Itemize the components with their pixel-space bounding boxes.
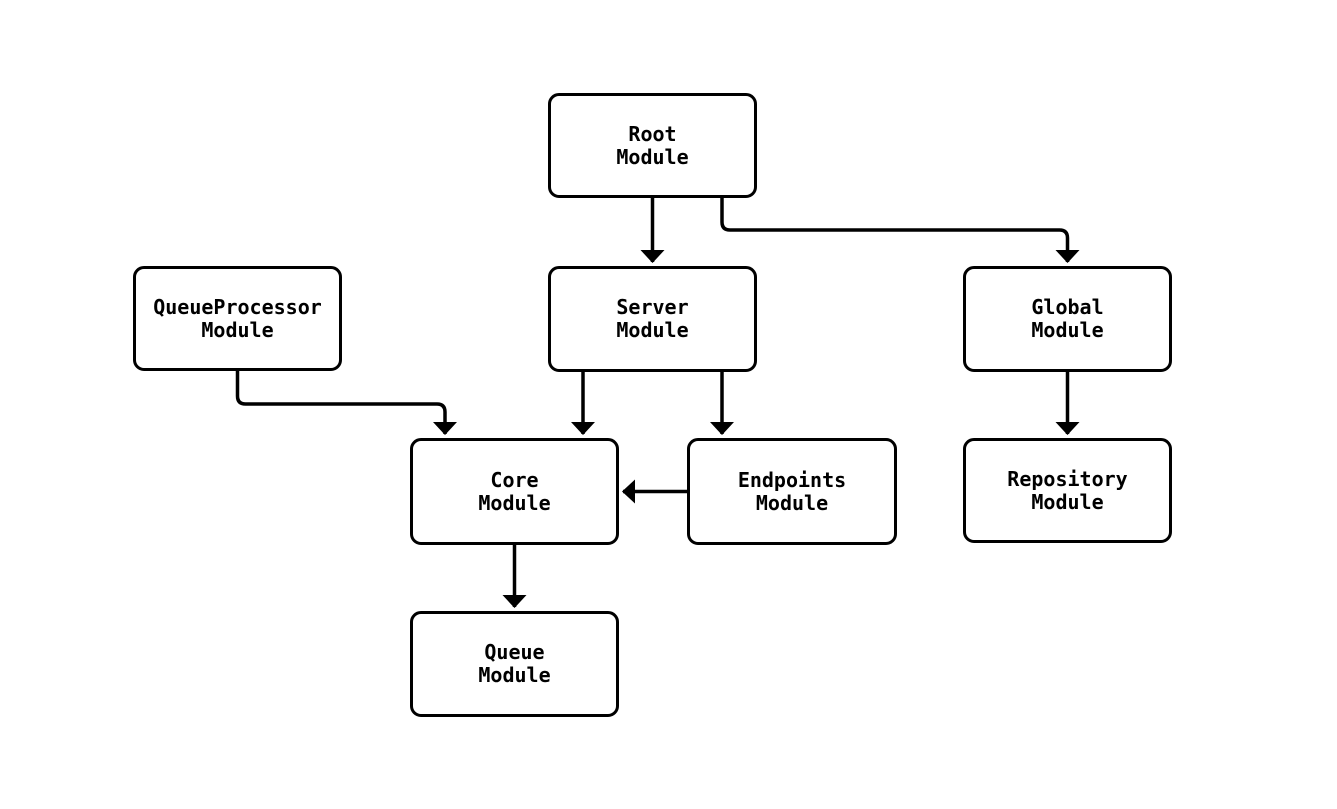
node-global-module: Global Module bbox=[963, 266, 1172, 372]
node-repository-module: Repository Module bbox=[963, 438, 1172, 543]
edge-queueprocessor-to-core bbox=[235, 371, 457, 435]
edge-root-to-global bbox=[720, 198, 1080, 263]
node-endpoints-module: Endpoints Module bbox=[687, 438, 897, 545]
node-core-module: Core Module bbox=[410, 438, 619, 545]
node-root-module: Root Module bbox=[548, 93, 757, 198]
node-queue-module: Queue Module bbox=[410, 611, 619, 717]
node-queueprocessor-module: QueueProcessor Module bbox=[133, 266, 342, 371]
node-server-module: Server Module bbox=[548, 266, 757, 372]
